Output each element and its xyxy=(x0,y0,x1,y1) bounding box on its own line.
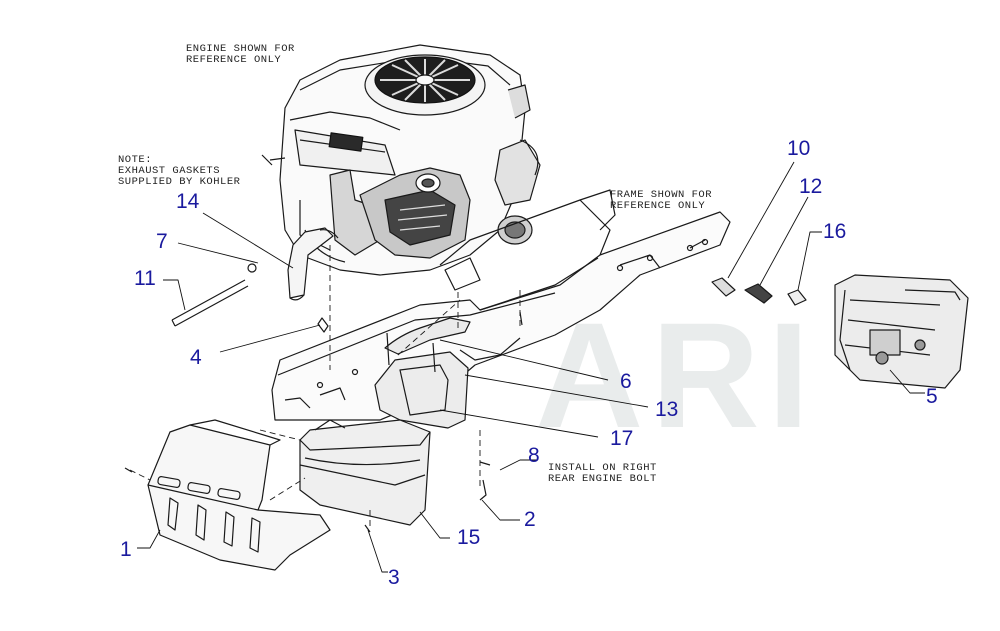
note-frame-reference: FRAME SHOWN FOR REFERENCE ONLY xyxy=(610,190,712,212)
callout-12: 12 xyxy=(799,175,823,198)
callout-1: 1 xyxy=(120,538,132,561)
note-line: REAR ENGINE BOLT xyxy=(548,473,657,485)
muffler xyxy=(299,419,431,526)
note-line: ENGINE SHOWN FOR xyxy=(186,43,295,55)
callout-15: 15 xyxy=(457,526,481,549)
callout-14: 14 xyxy=(176,190,200,213)
exhaust-bolt xyxy=(171,279,249,327)
engine-illustration xyxy=(261,44,541,276)
watermark: ARI xyxy=(535,291,818,459)
callout-17: 17 xyxy=(610,427,634,450)
transmission xyxy=(834,274,969,389)
callout-11: 11 xyxy=(134,267,156,290)
exhaust-tube xyxy=(384,317,471,355)
callout-7: 7 xyxy=(156,230,168,253)
callout-16: 16 xyxy=(823,220,847,243)
note-engine-reference: ENGINE SHOWN FOR REFERENCE ONLY xyxy=(186,44,295,66)
callout-2: 2 xyxy=(524,508,536,531)
note-line: REFERENCE ONLY xyxy=(610,200,706,212)
callout-6: 6 xyxy=(620,370,632,393)
callout-13: 13 xyxy=(655,398,679,421)
callout-4: 4 xyxy=(190,346,202,369)
note-line: REFERENCE ONLY xyxy=(186,54,282,66)
note-line: NOTE: xyxy=(118,154,153,166)
heat-shield xyxy=(147,419,331,571)
note-line: EXHAUST GASKETS xyxy=(118,165,221,177)
exhaust-pipe xyxy=(287,227,339,301)
callout-5: 5 xyxy=(926,385,938,408)
note-line: FRAME SHOWN FOR xyxy=(610,189,713,201)
note-line: SUPPLIED BY KOHLER xyxy=(118,176,241,188)
note-line: INSTALL ON RIGHT xyxy=(548,462,657,474)
frame-illustration xyxy=(271,189,731,421)
hardware-10-12-16 xyxy=(711,277,807,306)
note-exhaust-gaskets: NOTE: EXHAUST GASKETS SUPPLIED BY KOHLER xyxy=(118,155,240,188)
callout-8: 8 xyxy=(528,444,540,467)
callout-3: 3 xyxy=(388,566,400,589)
callout-10: 10 xyxy=(787,137,811,160)
note-install-bolt: INSTALL ON RIGHT REAR ENGINE BOLT xyxy=(548,463,657,485)
